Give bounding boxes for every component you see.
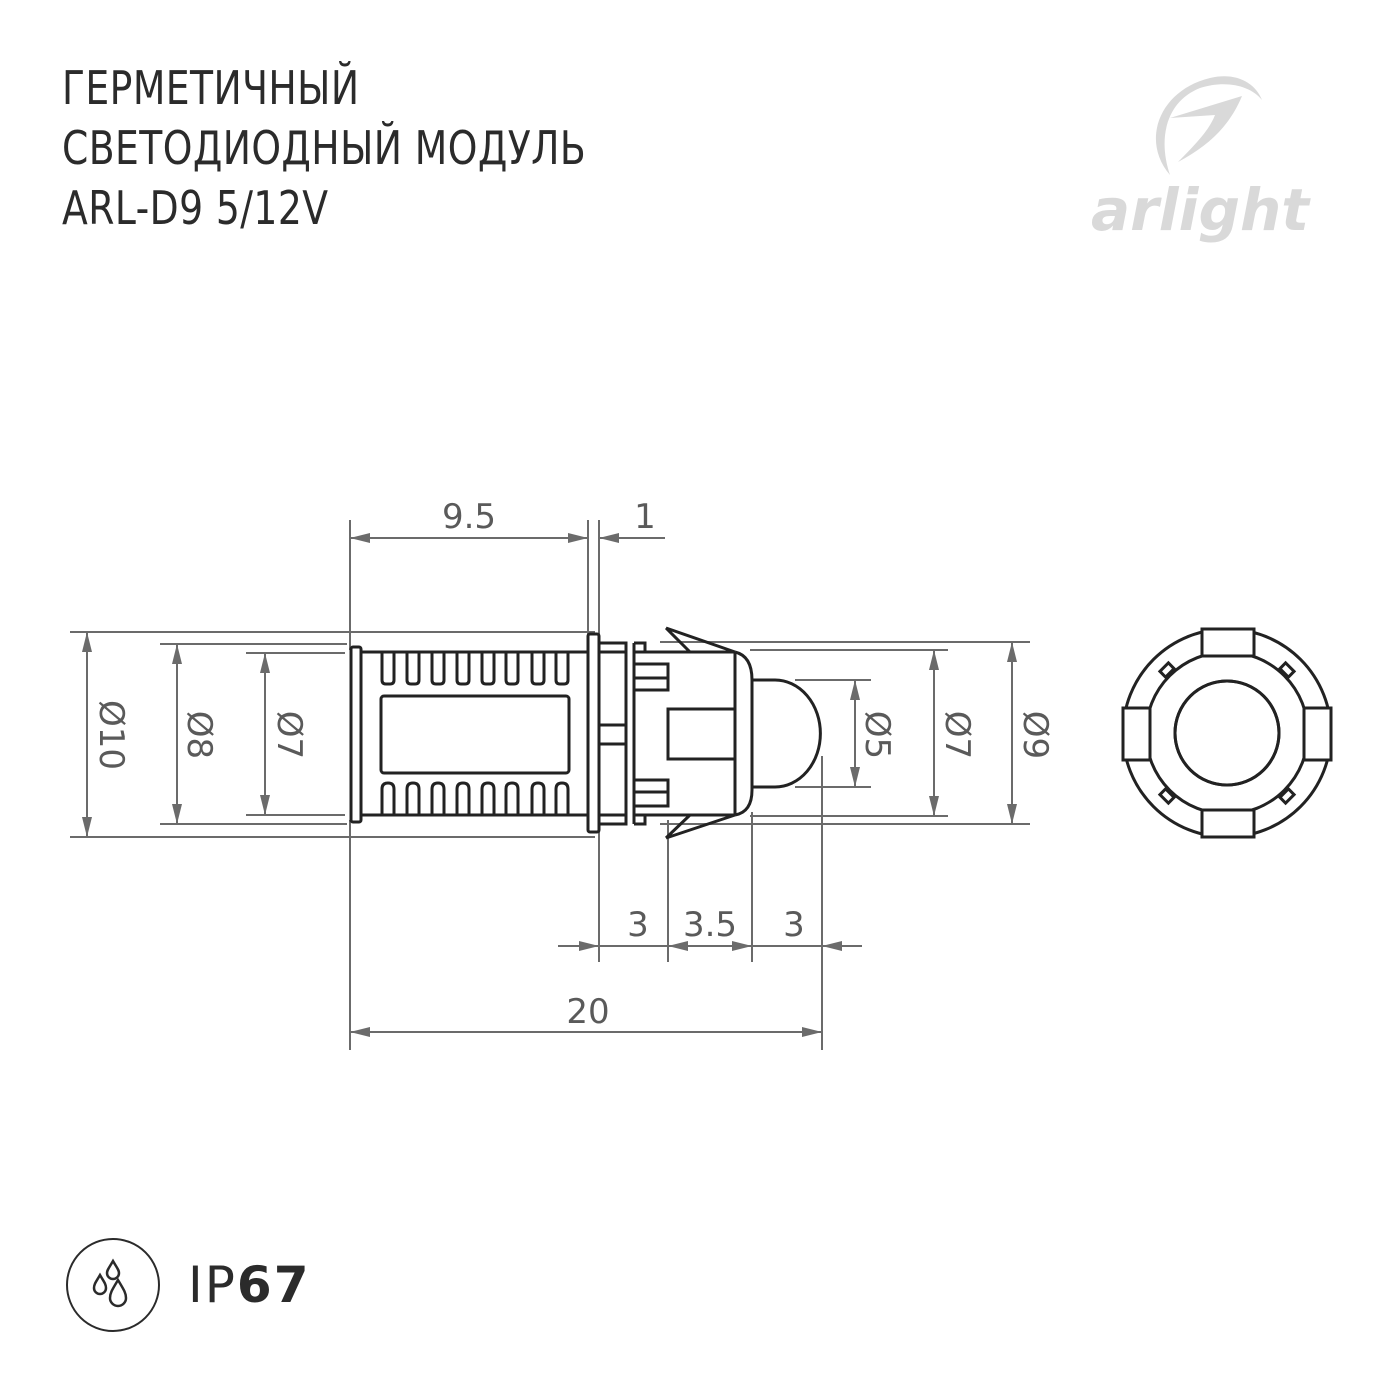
product-title: ГЕРМЕТИЧНЫЙ СВЕТОДИОДНЫЙ МОДУЛЬ ARL-D9 5… — [62, 58, 586, 238]
dim-1: 1 — [634, 497, 656, 537]
dia-8: Ø8 — [179, 711, 219, 759]
dim-3-5: 3.5 — [683, 905, 737, 945]
side-view-outline — [349, 626, 822, 840]
arlight-logo: arlight — [1091, 76, 1311, 244]
title-line-2: СВЕТОДИОДНЫЙ МОДУЛЬ — [62, 121, 587, 175]
dia-7-left: Ø7 — [269, 711, 309, 759]
dim-9-5: 9.5 — [442, 497, 496, 537]
title-line-3: ARL-D9 5/12V — [62, 181, 329, 235]
dim-3-right: 3 — [783, 905, 805, 945]
dim-3-left: 3 — [627, 905, 649, 945]
water-drops-icon — [92, 1258, 128, 1308]
logo-text: arlight — [1091, 176, 1311, 244]
ip-rating: IP67 — [66, 1235, 311, 1335]
title-line-1: ГЕРМЕТИЧНЫЙ — [62, 61, 360, 115]
dia-7-right: Ø7 — [937, 711, 977, 759]
dia-10: Ø10 — [91, 700, 131, 770]
dim-20: 20 — [566, 992, 609, 1032]
ip-value: 67 — [236, 1256, 311, 1314]
arlight-swoosh-icon — [1155, 76, 1262, 175]
dimension-lines — [70, 520, 1030, 1050]
module-front-view — [1121, 627, 1333, 839]
ip-rating-label: IP67 — [188, 1256, 311, 1314]
ip-icon-circle — [66, 1238, 160, 1332]
ip-prefix: IP — [188, 1256, 237, 1314]
dia-9: Ø9 — [1015, 711, 1055, 759]
dia-5: Ø5 — [857, 711, 897, 759]
